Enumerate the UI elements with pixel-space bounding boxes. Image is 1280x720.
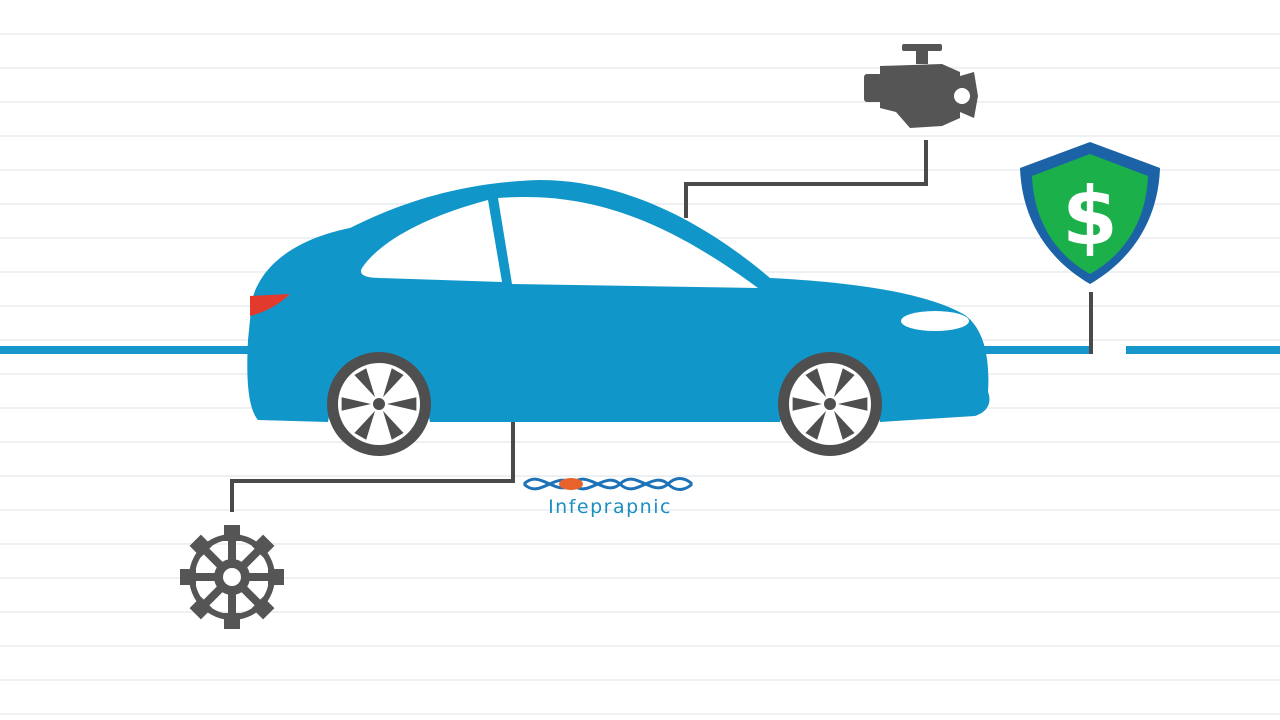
wheel-spoke [354,410,375,440]
wheel-spoke [383,368,404,398]
wheel-spoke [341,397,371,411]
wheel-spoke [387,397,417,411]
chain-icon [522,477,694,491]
gear-center [223,568,241,586]
infographic-caption: Infeprapnic [548,496,672,518]
wheel-spoke [354,368,375,398]
shield-dollar-glyph: $ [1062,170,1118,263]
wheel-spoke [805,368,826,398]
front-wheel [778,352,882,456]
engine-icon [864,44,978,128]
wheel-spoke [805,410,826,440]
headlight [901,311,969,331]
wheel-spoke [383,410,404,440]
wheel-spoke [834,410,855,440]
wheel-spoke [838,397,868,411]
shield-dollar-icon: $ [1020,142,1160,284]
wheel-spoke [834,368,855,398]
gear-ring [189,534,275,620]
car-front-window [498,197,758,288]
wheel-spoke [792,397,822,411]
rear-wheel [327,352,431,456]
connector-lines [230,140,1093,512]
road-line [0,346,1280,354]
hub [824,398,836,410]
hub [373,398,385,410]
gear-icon [180,525,284,629]
car-illustration [247,180,990,456]
background-grid [0,33,1280,715]
tail-light [250,294,290,316]
gear-connector [230,422,515,512]
car-rear-window [360,200,502,282]
engine-connector [684,140,928,218]
